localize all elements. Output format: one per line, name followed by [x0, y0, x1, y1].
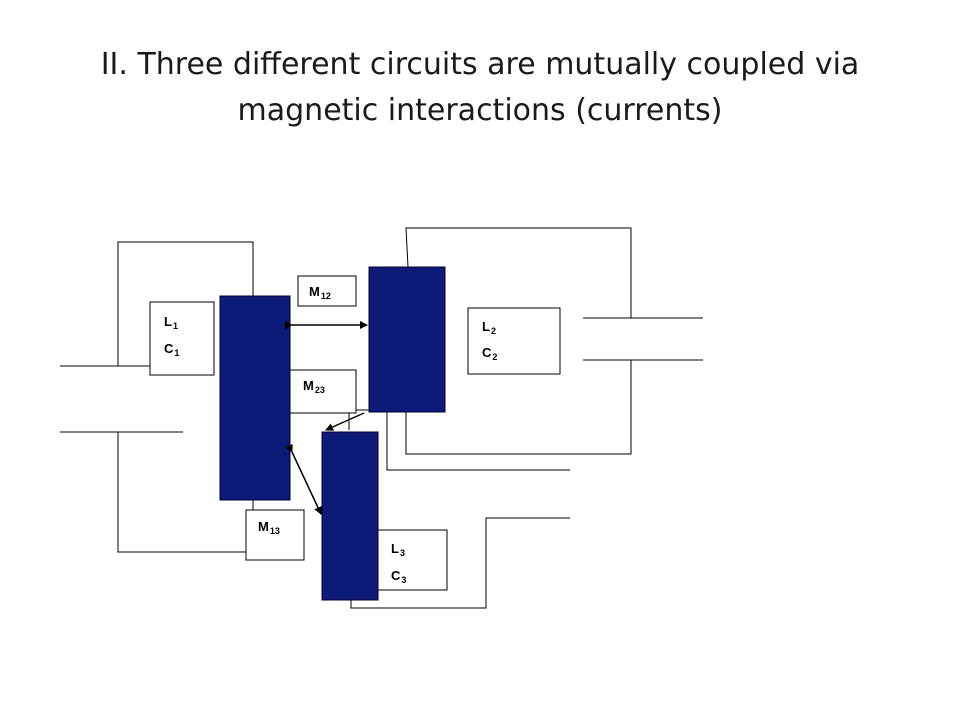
svg-text:L1: L1	[164, 314, 178, 331]
l3-subscript: 3	[400, 548, 405, 558]
svg-text:M13: M13	[258, 519, 280, 536]
slide-title: II. Three different circuits are mutuall…	[0, 42, 960, 134]
c3-subscript: 3	[401, 575, 406, 585]
coil-block-3	[321, 431, 379, 601]
l1-subscript: 1	[173, 321, 178, 331]
svg-text:M12: M12	[309, 284, 331, 301]
circuit-1-component-box: L1 C1	[149, 301, 215, 376]
svg-text:L3: L3	[391, 541, 405, 558]
m12-subscript: 12	[321, 291, 331, 301]
title-line-2: magnetic interactions (currents)	[237, 93, 723, 128]
svg-text:C1: C1	[164, 341, 179, 358]
svg-text:M23: M23	[303, 378, 325, 395]
arrow-m13	[285, 443, 322, 515]
l1-label: L	[164, 314, 172, 329]
svg-text:C3: C3	[391, 568, 406, 585]
circuit-2-component-box: L2 C2	[467, 307, 561, 375]
m23-subscript: 23	[315, 385, 325, 395]
c2-subscript: 2	[492, 352, 497, 362]
title-line-1: II. Three different circuits are mutuall…	[100, 47, 860, 82]
coil-block-2	[368, 266, 446, 413]
l3-label: L	[391, 541, 399, 556]
m13-subscript: 13	[270, 526, 280, 536]
m12-label: M	[309, 284, 320, 299]
svg-text:C2: C2	[482, 345, 497, 362]
c1-subscript: 1	[174, 348, 179, 358]
c1-label: C	[164, 341, 174, 356]
arrow-m23	[325, 412, 365, 431]
m23-label: M	[303, 378, 314, 393]
circuit-3-component-box: L3 C3	[376, 529, 448, 591]
coupling-box-m13: M13	[245, 509, 305, 561]
l2-label: L	[482, 319, 490, 334]
c3-label: C	[391, 568, 401, 583]
coil-block-1	[219, 295, 291, 501]
coupling-arrows	[285, 321, 368, 515]
c2-label: C	[482, 345, 492, 360]
coupling-box-m12: M12	[297, 275, 357, 307]
svg-text:L2: L2	[482, 319, 496, 336]
coupling-box-m23: M23	[289, 369, 357, 414]
m13-label: M	[258, 519, 269, 534]
l2-subscript: 2	[491, 326, 496, 336]
circuit-2-wires	[405, 227, 703, 455]
